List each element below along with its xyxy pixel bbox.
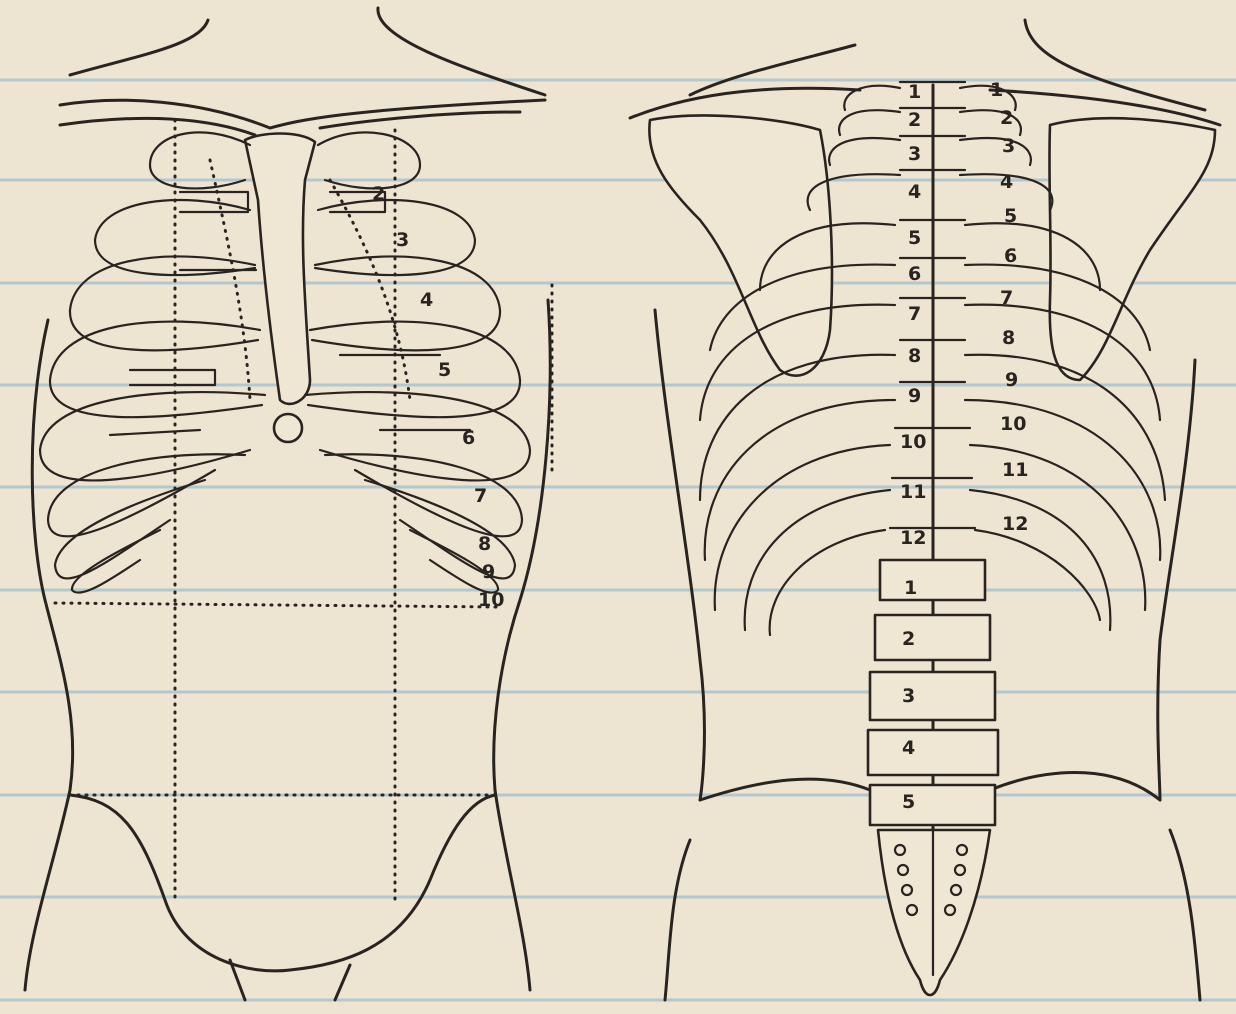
lumbar-vertebrae [868, 560, 998, 825]
thoracic-vertebra-label-2: 2 [908, 109, 921, 131]
thoracic-vertebra-label-4: 4 [908, 181, 921, 203]
back-rib-label-5: 5 [1004, 205, 1017, 227]
back-rib-label-11: 11 [1002, 459, 1028, 481]
thoracic-vertebra-label-6: 6 [908, 263, 921, 285]
thoracic-vertebra-label-5: 5 [908, 227, 921, 249]
back-rib-label-9: 9 [1005, 369, 1018, 391]
thoracic-vertebra-label-10: 10 [900, 431, 926, 453]
back-rib-label-6: 6 [1004, 245, 1017, 267]
front-rib-label-2: 2 [372, 183, 385, 205]
front-view: 2 3 4 5 6 7 8 9 10 [25, 8, 552, 1000]
lumbar-vertebra-label-2: 2 [902, 628, 915, 650]
back-rib-label-7: 7 [1000, 287, 1013, 309]
back-view: 1 2 3 4 5 6 7 8 9 10 11 12 1 2 3 4 5 6 7… [630, 20, 1220, 1000]
thoracic-vertebra-label-3: 3 [908, 143, 921, 165]
front-rib-label-5: 5 [438, 359, 451, 381]
thoracic-vertebra-label-7: 7 [908, 303, 921, 325]
thoracic-vertebra-label-11: 11 [900, 481, 926, 503]
lumbar-vertebra-label-3: 3 [902, 685, 915, 707]
front-rib-label-8: 8 [478, 533, 491, 555]
back-rib-label-8: 8 [1002, 327, 1015, 349]
back-rib-label-2: 2 [1000, 107, 1013, 129]
thoracic-vertebra-label-8: 8 [908, 345, 921, 367]
back-rib-label-4: 4 [1000, 171, 1013, 193]
thoracic-vertebra-label-12: 12 [900, 527, 926, 549]
back-rib-label-10: 10 [1000, 413, 1026, 435]
lumbar-vertebra-label-1: 1 [904, 577, 917, 599]
back-rib-label-12: 12 [1002, 513, 1028, 535]
front-rib-label-6: 6 [462, 427, 475, 449]
front-rib-label-9: 9 [482, 561, 495, 583]
lumbar-vertebra-label-4: 4 [902, 737, 915, 759]
back-rib-label-3: 3 [1002, 135, 1015, 157]
thoracic-vertebra-label-9: 9 [908, 385, 921, 407]
back-rib-label-1: 1 [990, 79, 1003, 101]
lumbar-vertebra-label-5: 5 [902, 791, 915, 813]
front-rib-label-4: 4 [420, 289, 433, 311]
front-rib-label-3: 3 [396, 229, 409, 251]
thoracic-vertebra-label-1: 1 [908, 81, 921, 103]
front-rib-label-10: 10 [478, 589, 504, 611]
front-rib-label-7: 7 [474, 485, 487, 507]
